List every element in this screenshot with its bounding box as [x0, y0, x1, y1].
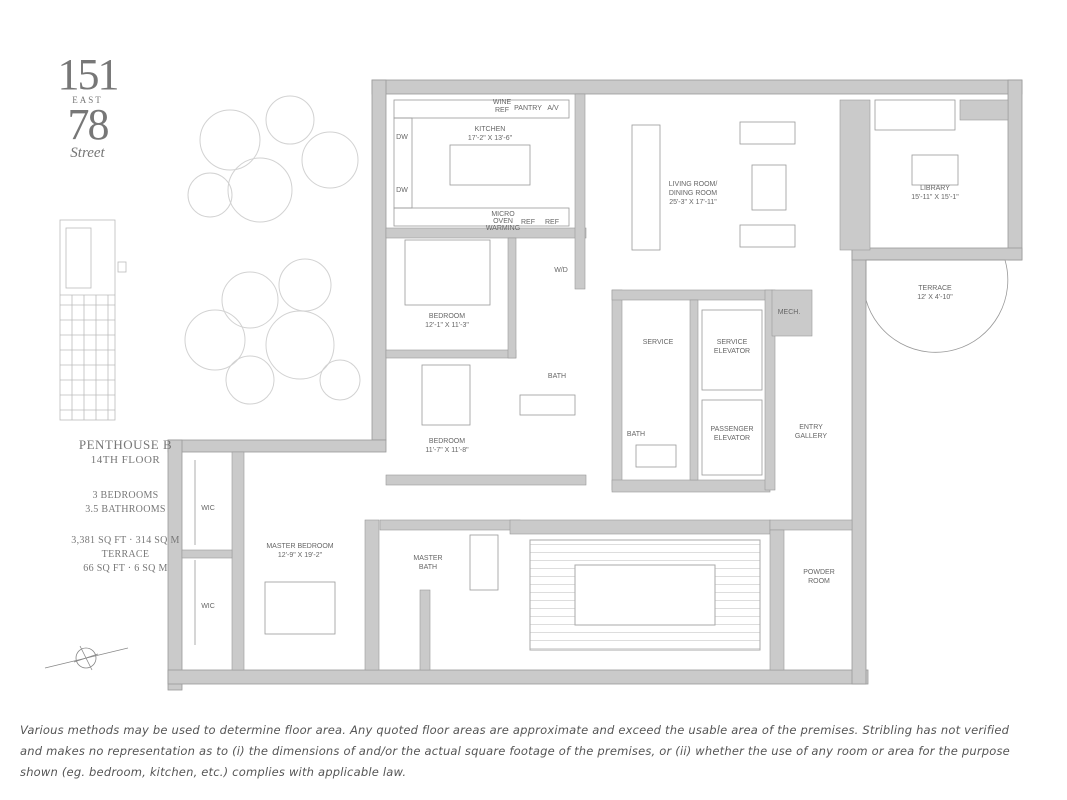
micro-label: MICRO	[491, 211, 515, 218]
bedroom1-dims: 12'-1" X 11'-3"	[425, 322, 469, 329]
interior-walls	[181, 93, 1009, 671]
mech-label: MECH.	[778, 309, 801, 316]
entry-label: ENTRY	[799, 424, 823, 431]
service-label: SERVICE	[643, 339, 674, 346]
logo-word-middle: EAST	[72, 95, 103, 105]
bedroom2-label: BEDROOM	[429, 438, 465, 445]
library-dims: 15'-11" X 15'-1"	[911, 194, 959, 201]
bath-label: BATH	[548, 373, 566, 380]
disclaimer-line: Various methods may be used to determine…	[20, 723, 1010, 737]
master-bedroom-label: MASTER BEDROOM	[266, 543, 333, 550]
unit-bedrooms: 3 BEDROOMS	[92, 490, 159, 501]
passenger-elevator-label-2: ELEVATOR	[714, 435, 750, 442]
furniture	[194, 99, 1009, 645]
master-bedroom-dims: 12'-9" X 19'-2"	[278, 552, 323, 559]
wd-label: W/D	[554, 267, 568, 274]
building-elevation-thumbnail	[59, 219, 127, 421]
pantry-label: PANTRY	[514, 105, 542, 112]
dw-label: DW	[396, 134, 408, 141]
wic-label-2: WIC	[201, 603, 215, 610]
passenger-elevator-label: PASSENGER	[710, 426, 753, 433]
logo-number-top: 151	[57, 50, 120, 99]
unit-area: 3,381 SQ FT · 314 SQ M	[71, 535, 180, 546]
bedroom2-dims: 11'-7" X 11'-8"	[425, 447, 469, 454]
stairwell	[529, 539, 761, 651]
wine-ref-label: WINE	[493, 99, 512, 106]
disclaimer-line: shown (eg. bedroom, kitchen, etc.) compl…	[20, 765, 407, 779]
unit-terrace-area: 66 SQ FT · 6 SQ M	[83, 563, 168, 574]
wine-ref-label-2: REF	[495, 107, 509, 114]
room-labels: KITCHEN 17'-2" X 13'-6" WINE REF PANTRY …	[201, 99, 959, 610]
master-bath-label-2: BATH	[419, 564, 437, 571]
landscape-trees	[184, 95, 361, 405]
unit-terrace-label: TERRACE	[101, 549, 150, 560]
brand-logo: 151 EAST 78 Street	[40, 50, 135, 162]
disclaimer-line: and makes no representation as to (i) th…	[20, 744, 1010, 758]
entry-label-2: GALLERY	[795, 433, 827, 440]
kitchen-dims: 17'-2" X 13'-6"	[468, 135, 513, 142]
north-compass	[44, 645, 129, 671]
logo-script: Street	[70, 145, 105, 161]
unit-bathrooms: 3.5 BATHROOMS	[85, 504, 166, 515]
bath2-label: BATH	[627, 431, 645, 438]
micro-label-2: OVEN	[493, 218, 513, 225]
ref-label-2: REF	[545, 219, 559, 226]
micro-label-3: WARMING	[486, 225, 520, 232]
service-elevator-label-2: ELEVATOR	[714, 348, 750, 355]
unit-name: PENTHOUSE B	[78, 437, 173, 452]
living-label-2: DINING ROOM	[669, 190, 717, 197]
terrace-label: TERRACE	[918, 285, 952, 292]
bedroom1-label: BEDROOM	[429, 313, 465, 320]
terrace-dims: 12' X 4'-10"	[917, 294, 953, 301]
living-label: LIVING ROOM/	[669, 181, 718, 188]
av-label: A/V	[547, 105, 559, 112]
service-elevator-label: SERVICE	[717, 339, 748, 346]
dw-label-2: DW	[396, 187, 408, 194]
library-label: LIBRARY	[920, 185, 950, 192]
exterior-walls	[167, 79, 1023, 691]
master-bath-label: MASTER	[413, 555, 442, 562]
logo-number-bottom: 78	[67, 100, 110, 149]
kitchen-label: KITCHEN	[475, 126, 506, 133]
powder-room-label: POWDER	[803, 569, 835, 576]
living-dims: 25'-3" X 17'-11"	[669, 199, 717, 206]
disclaimer: Various methods may be used to determine…	[20, 720, 1050, 783]
ref-label: REF	[521, 219, 535, 226]
unit-floor: 14TH FLOOR	[90, 454, 161, 466]
powder-room-label-2: ROOM	[808, 578, 830, 585]
wic-label: WIC	[201, 505, 215, 512]
